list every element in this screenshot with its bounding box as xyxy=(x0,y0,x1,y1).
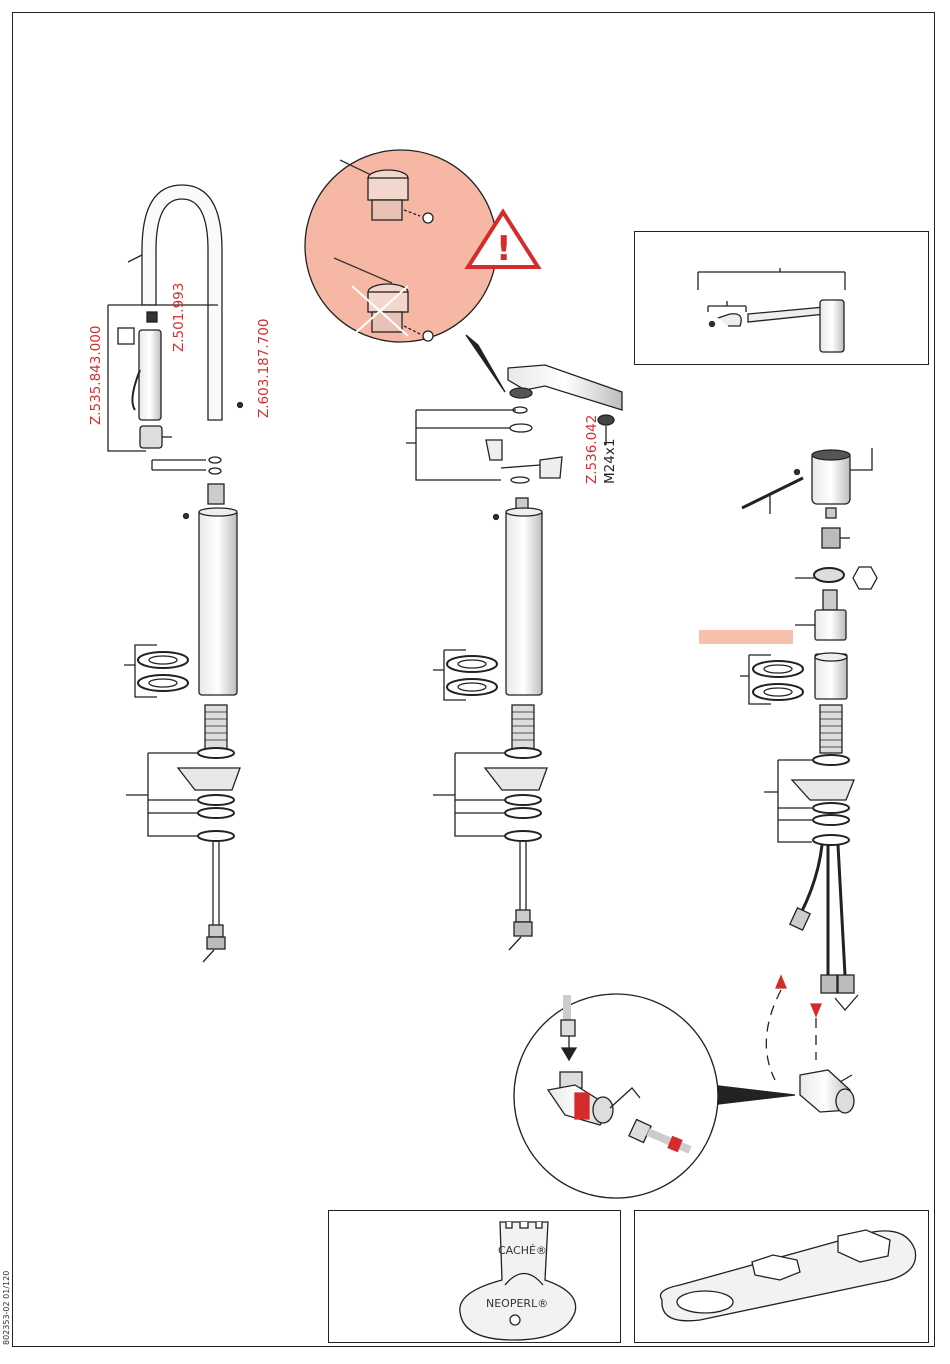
hose-nut xyxy=(207,937,225,949)
spray-head-end xyxy=(140,426,162,448)
svg-text:!: ! xyxy=(496,229,512,269)
label-thread: M24x1 xyxy=(602,439,618,484)
square-marker xyxy=(118,328,134,344)
label-spout-nozzle: Z.501.993 xyxy=(171,283,187,352)
connection-detail-circle xyxy=(514,994,718,1198)
left-body xyxy=(199,510,237,695)
horseshoe-bracket xyxy=(178,768,240,790)
aerator-key-brand-bottom: NEOPERL® xyxy=(486,1297,548,1310)
document-id: 802353-02 01/120 xyxy=(2,1271,11,1345)
label-spout-assembly: Z.535.843.000 xyxy=(88,326,104,425)
flow-down-arrow xyxy=(811,1004,821,1016)
aerator-key xyxy=(460,1222,576,1340)
aerator-key-brand-top: CACHÉ® xyxy=(498,1244,547,1257)
washer xyxy=(138,675,188,691)
middle-assembly: ! xyxy=(305,150,622,950)
label-aerator: Z.536.042 xyxy=(584,415,600,484)
flow-up-arrow xyxy=(776,976,786,988)
spout-nozzle-part xyxy=(147,312,157,322)
right-assembly xyxy=(514,268,877,1198)
hex-icon xyxy=(853,567,877,589)
adapter-part xyxy=(822,528,840,548)
spanner-tool xyxy=(660,1230,915,1321)
cartridge-nut xyxy=(814,568,844,582)
red-seal xyxy=(575,1093,589,1119)
spout-connector xyxy=(208,484,224,504)
highlight-bar xyxy=(699,630,793,644)
hose-end xyxy=(821,975,837,993)
pull-out-head xyxy=(139,330,161,420)
aerator-part xyxy=(598,415,614,425)
washer xyxy=(138,652,188,668)
label-grub-screw: Z.603.187.700 xyxy=(256,319,272,418)
lever-handle-inset xyxy=(820,300,844,352)
middle-body xyxy=(506,510,542,695)
swivel-spout xyxy=(508,365,622,410)
cartridge xyxy=(815,610,846,640)
